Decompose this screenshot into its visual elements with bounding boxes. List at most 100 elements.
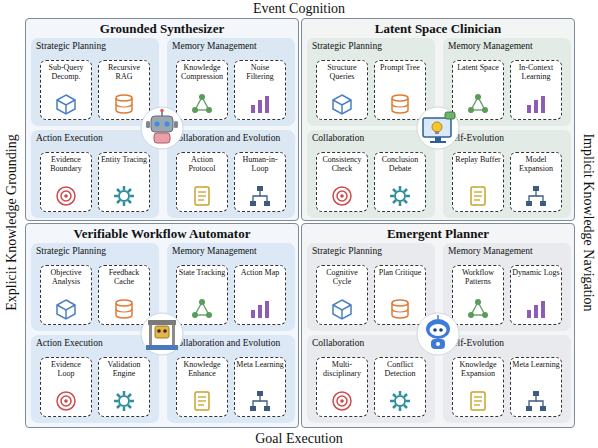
capability-panel: Collaboration and EvolutionAction Protoc… (167, 130, 295, 218)
panel-title: Action Execution (36, 338, 103, 349)
technique-icon (248, 297, 272, 321)
technique-icon (466, 184, 490, 208)
technique-icon (388, 92, 412, 116)
monitor-illustration (416, 106, 460, 150)
capability-panel: Memory ManagementWorkflow Patterns Dynami… (443, 243, 571, 331)
technique-icon (248, 92, 272, 116)
panel-title: Memory Management (448, 246, 533, 257)
capability-panel: Self-EvolutionKnowledge ExpansionMeta Le… (443, 335, 571, 423)
technique-box: Consistency Check (316, 152, 368, 212)
capability-panel: Memory ManagementLatent Space In-Context … (443, 38, 571, 126)
capability-panel: Action ExecutionEvidence BoundaryEntity … (31, 130, 159, 218)
technique-label: Consistency Check (317, 153, 367, 173)
panel-title: Memory Management (448, 41, 533, 52)
technique-icon (248, 389, 272, 413)
technique-box: Model Expansion (510, 152, 562, 212)
technique-label: Feedback Cache (99, 266, 149, 286)
capability-panel: Action ExecutionEvidence Loop Validation … (31, 335, 159, 423)
technique-icon (190, 389, 214, 413)
technique-box: Meta Learning (234, 357, 286, 417)
technique-icon (330, 92, 354, 116)
technique-icon (112, 184, 136, 208)
technique-icon (54, 92, 78, 116)
technique-box: Latent Space (452, 60, 504, 120)
technique-box: State Tracking (176, 265, 228, 325)
technique-label: Conflict Detection (375, 358, 425, 378)
technique-box: Workflow Patterns (452, 265, 504, 325)
capability-panel: Self-EvolutionReplay BufferModel Expansi… (443, 130, 571, 218)
technique-box: Sub-Query Decomp. (40, 60, 92, 120)
technique-label: Sub-Query Decomp. (41, 61, 91, 81)
capability-panel: CollaborationConsistency CheckConclusion… (307, 130, 435, 218)
technique-label: Cognitive Cycle (317, 266, 367, 286)
capability-panel: CollaborationMulti-disciplinaryConflict … (307, 335, 435, 423)
technique-icon (524, 389, 548, 413)
agent-title: Latent Space Clinician (302, 21, 574, 37)
technique-label: Objective Analysis (41, 266, 91, 286)
technique-box: Action Protocol (176, 152, 228, 212)
technique-icon (330, 297, 354, 321)
panel-title: Strategic Planning (312, 41, 382, 52)
capability-panel: Memory ManagementState TrackingAction Ma… (167, 243, 295, 331)
technique-label: Entity Tracing (99, 153, 149, 164)
technique-box: Meta Learning (510, 357, 562, 417)
technique-box: Validation Engine (98, 357, 150, 417)
robot-illustration (140, 106, 184, 150)
technique-label: Action Protocol (177, 153, 227, 173)
technique-icon (330, 184, 354, 208)
technique-label: Human-in-Loop (235, 153, 285, 173)
technique-box: Entity Tracing (98, 152, 150, 212)
capability-panel: Memory ManagementKnowledge CompressionNo… (167, 38, 295, 126)
agent-title: Grounded Synthesizer (26, 21, 298, 37)
technique-box: Structure Queries (316, 60, 368, 120)
technique-label: Knowledge Expansion (453, 358, 503, 378)
panel-title: Collaboration and Evolution (172, 133, 280, 144)
axis-label: Goal Execution (0, 430, 598, 447)
technique-label: Noise Filtering (235, 61, 285, 81)
technique-icon (466, 389, 490, 413)
technique-box: In-Context Learning (510, 60, 562, 120)
technique-box: Noise Filtering (234, 60, 286, 120)
robot-illustration (416, 312, 460, 356)
panel-title: Memory Management (172, 41, 257, 52)
technique-icon (524, 184, 548, 208)
technique-label: State Tracking (177, 266, 227, 277)
technique-label: Meta Learning (235, 358, 285, 369)
technique-label: Model Expansion (511, 153, 561, 173)
technique-icon (524, 297, 548, 321)
technique-box: Prompt Tree (374, 60, 426, 120)
panel-title: Strategic Planning (36, 41, 106, 52)
technique-box: Evidence Loop (40, 357, 92, 417)
capability-panel: Strategic PlanningStructure Queries Promp… (307, 38, 435, 126)
technique-icon (190, 92, 214, 116)
technique-label: Plan Critique (375, 266, 425, 277)
capability-panel: Strategic PlanningObjective Analysis Feed… (31, 243, 159, 331)
technique-icon (190, 184, 214, 208)
technique-label: Validation Engine (99, 358, 149, 378)
technique-label: Recursive RAG (99, 61, 149, 81)
technique-box: Human-in-Loop (234, 152, 286, 212)
technique-box: Evidence Boundary (40, 152, 92, 212)
technique-label: Evidence Boundary (41, 153, 91, 173)
technique-label: Replay Buffer (453, 153, 503, 164)
technique-box: Multi-disciplinary (316, 357, 368, 417)
panel-title: Strategic Planning (36, 246, 106, 257)
technique-icon (388, 297, 412, 321)
technique-box: Plan Critique (374, 265, 426, 325)
technique-label: Action Map (235, 266, 285, 277)
panel-title: Collaboration and Evolution (172, 338, 280, 349)
technique-label: Structure Queries (317, 61, 367, 81)
capability-panel: Strategic PlanningSub-Query Decomp. Recur… (31, 38, 159, 126)
technique-icon (112, 92, 136, 116)
technique-box: Cognitive Cycle (316, 265, 368, 325)
technique-box: Knowledge Expansion (452, 357, 504, 417)
technique-icon (466, 297, 490, 321)
technique-label: Latent Space (453, 61, 503, 72)
technique-label: Evidence Loop (41, 358, 91, 378)
technique-label: Dynamic Logs (511, 266, 561, 277)
technique-label: In-Context Learning (511, 61, 561, 81)
panel-title: Collaboration (312, 133, 364, 144)
printer-illustration (140, 312, 184, 356)
technique-label: Workflow Patterns (453, 266, 503, 286)
technique-icon (54, 297, 78, 321)
